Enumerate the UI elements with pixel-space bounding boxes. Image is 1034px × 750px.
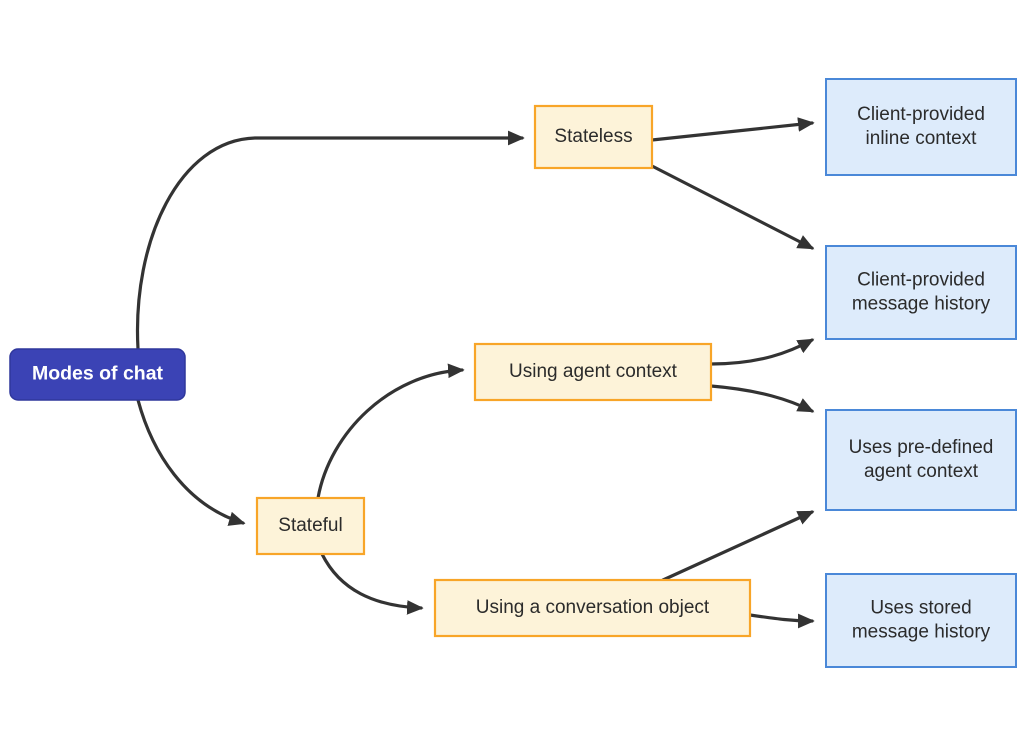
- node-agent-context[interactable]: Using agent context: [473, 342, 713, 402]
- node-shape-inline-context: [825, 78, 1017, 176]
- node-shape-root: [9, 348, 186, 401]
- edge-layer: [135, 117, 815, 629]
- node-stateless[interactable]: Stateless: [533, 104, 654, 170]
- node-conversation-object[interactable]: Using a conversation object: [433, 578, 752, 638]
- edge-root-to-stateless: [135, 130, 525, 351]
- edge-stateless-to-message-history: [650, 164, 815, 250]
- node-label-root: Modes of chat: [32, 363, 164, 385]
- edge-agent-context-to-predefined-agent-context: [709, 384, 815, 413]
- node-label-conversation-object: Using a conversation object: [476, 597, 710, 618]
- edge-conversation-object-to-predefined-agent-context: [661, 510, 815, 582]
- node-shape-predefined-agent-context: [825, 409, 1017, 511]
- edge-root-to-stateful: [136, 398, 246, 526]
- edge-stateless-to-inline-context: [650, 117, 815, 142]
- node-shape-agent-context: [473, 342, 713, 402]
- node-stateful[interactable]: Stateful: [255, 496, 366, 556]
- node-label-stateless: Stateless: [554, 126, 632, 147]
- node-shape-stateless: [533, 104, 654, 170]
- node-label-agent-context: Using agent context: [509, 361, 678, 382]
- node-shape-stateful: [255, 496, 366, 556]
- node-label-stateful: Stateful: [278, 515, 342, 536]
- edge-stateful-to-conversation-object: [320, 552, 424, 615]
- node-shape-conversation-object: [433, 578, 752, 638]
- node-shape-message-history: [825, 245, 1017, 340]
- edge-conversation-object-to-stored-message-history: [748, 613, 815, 629]
- edge-agent-context-to-message-history: [709, 338, 815, 366]
- node-root[interactable]: Modes of chat: [9, 348, 186, 401]
- node-shape-stored-message-history: [825, 573, 1017, 668]
- edge-stateful-to-agent-context: [316, 363, 465, 500]
